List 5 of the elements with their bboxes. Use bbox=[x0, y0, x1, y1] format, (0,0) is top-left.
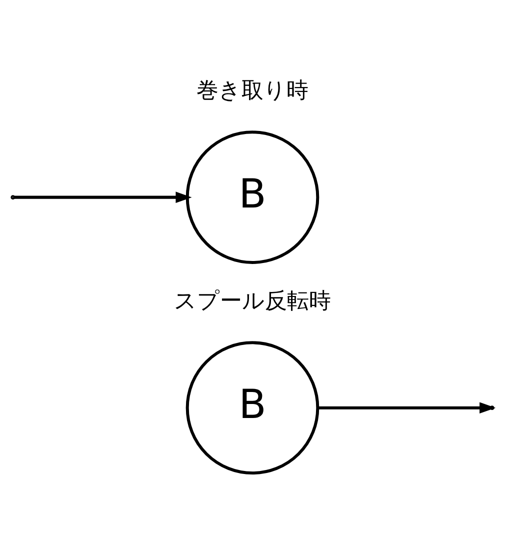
node-label: スプール反転時 bbox=[174, 289, 331, 314]
arrow bbox=[14, 192, 192, 203]
node-circle: B bbox=[186, 130, 320, 264]
node-label: 巻き取り時 bbox=[196, 78, 308, 104]
node-circle: B bbox=[186, 341, 320, 474]
